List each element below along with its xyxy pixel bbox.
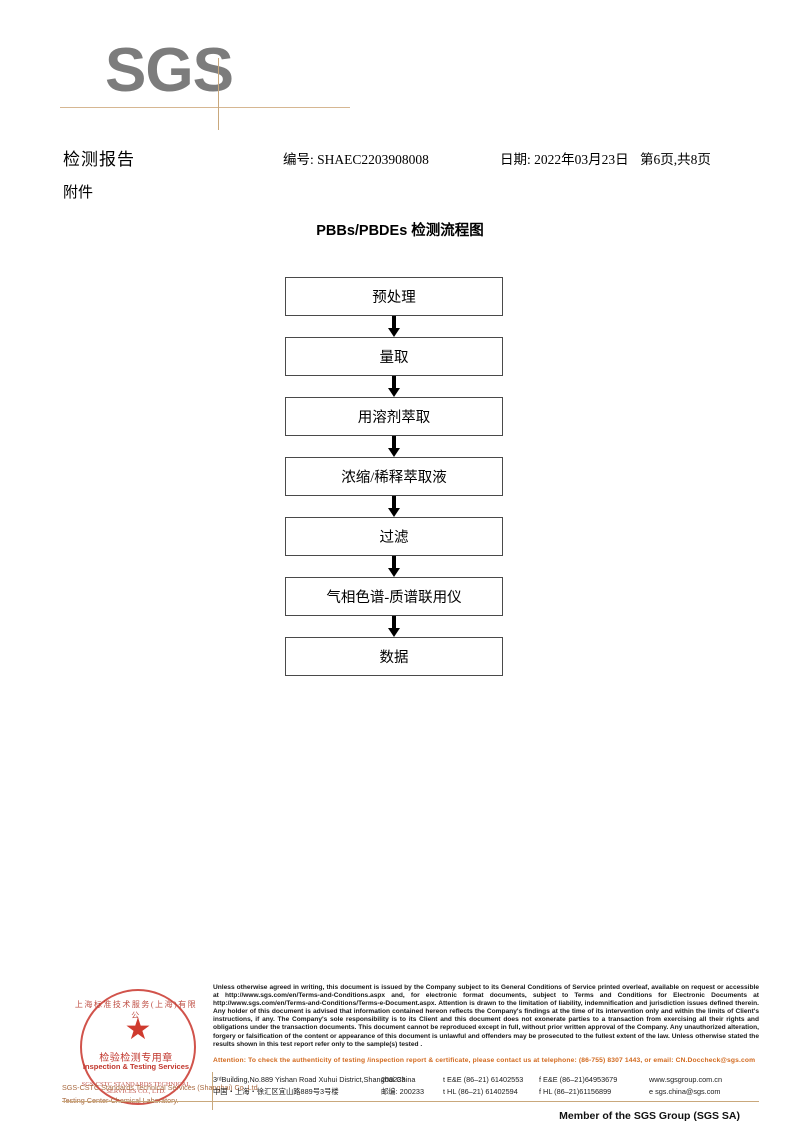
website: www.sgsgroup.com.cn — [649, 1075, 722, 1084]
company-seal-stamp: 上海标准技术服务(上海)有限公 ★ 检验检测专用章 Inspection & T… — [74, 985, 202, 1113]
flow-arrow — [285, 376, 503, 397]
member-of-group-text: Member of the SGS Group (SGS SA) — [559, 1110, 740, 1122]
footer-address-block: 3ʳᵈBuilding,No.889 Yishan Road Xuhui Dis… — [213, 1075, 759, 1099]
flowchart: 预处理 量取 用溶剂萃取 浓缩/稀释萃取液 过滤 气相色谱-质谱联用仪 数据 — [285, 277, 503, 676]
report-date: 日期: 2022年03月23日 — [500, 152, 629, 167]
arrow-shaft — [392, 616, 396, 630]
flow-arrow — [285, 496, 503, 517]
flow-node: 浓缩/稀释萃取液 — [285, 457, 503, 496]
flow-node: 用溶剂萃取 — [285, 397, 503, 436]
flow-node: 量取 — [285, 337, 503, 376]
arrow-head — [388, 328, 400, 337]
fax-ee: f E&E (86–21)64953679 — [539, 1075, 618, 1084]
logo-horizontal-rule — [60, 107, 350, 108]
flow-node: 气相色谱-质谱联用仪 — [285, 577, 503, 616]
report-number: 编号: SHAEC2203908008 — [283, 152, 429, 167]
page-number: 第6页,共8页 — [640, 152, 711, 167]
attention-notice-text: Attention: To check the authenticity of … — [213, 1057, 756, 1064]
arrow-shaft — [392, 556, 396, 570]
address-cn: 中国・上海・徐汇区宜山路889号3号楼 — [213, 1087, 339, 1096]
arrow-head — [388, 628, 400, 637]
seal-arc-bottom-text: SGS-CSTC STANDARDS TECHNICAL SERVICES CO… — [81, 1081, 191, 1095]
sgs-logo: SGS — [60, 36, 365, 130]
arrow-shaft — [392, 376, 396, 390]
footer-horizontal-rule — [62, 1101, 759, 1103]
arrow-head — [388, 508, 400, 517]
fax-hl: f HL (86–21)61156899 — [539, 1087, 612, 1096]
document-footer: 上海标准技术服务(上海)有限公 ★ 检验检测专用章 Inspection & T… — [0, 975, 800, 1131]
arrow-shaft — [392, 496, 396, 510]
company-name-line1: SGS-CSTC Standards Technical Services (S… — [62, 1083, 260, 1092]
footer-vertical-divider — [212, 1072, 214, 1110]
address-row-en: 3ʳᵈBuilding,No.889 Yishan Road Xuhui Dis… — [213, 1075, 759, 1087]
seal-center-en-text: Inspection & Testing Services — [82, 1062, 190, 1071]
terms-and-conditions-text: Unless otherwise agreed in writing, this… — [213, 984, 759, 1048]
arrow-shaft — [392, 436, 396, 450]
company-name-line2: Testing Center-Chemical Laboratory. — [62, 1096, 179, 1105]
postcode-cn: 邮编: 200233 — [381, 1087, 443, 1097]
page-title: 检测报告 — [63, 150, 135, 169]
flow-arrow — [285, 316, 503, 337]
arrow-shaft — [392, 316, 396, 330]
telephone-hl: t HL (86–21) 61402594 — [443, 1087, 518, 1096]
seal-arc-top-text: 上海标准技术服务(上海)有限公 — [74, 1000, 198, 1020]
postcode-en: 200233 — [381, 1075, 406, 1084]
sgs-logo-text: SGS — [105, 36, 234, 105]
arrow-head — [388, 388, 400, 397]
flow-arrow — [285, 436, 503, 457]
telephone-ee: t E&E (86–21) 61402553 — [443, 1075, 524, 1084]
arrow-head — [388, 448, 400, 457]
flowchart-title: PBBs/PBDEs 检测流程图 — [316, 223, 484, 239]
postcode-cn-value: 200233 — [399, 1087, 425, 1096]
flow-node: 预处理 — [285, 277, 503, 316]
flow-node: 数据 — [285, 637, 503, 676]
flow-arrow — [285, 616, 503, 637]
address-en: 3ʳᵈBuilding,No.889 Yishan Road Xuhui Dis… — [213, 1075, 416, 1084]
flow-node: 过滤 — [285, 517, 503, 556]
postcode-cn-label: 邮编: — [381, 1087, 398, 1096]
address-row-cn: 中国・上海・徐汇区宜山路889号3号楼 邮编: 200233 t HL (86–… — [213, 1087, 759, 1099]
logo-vertical-rule — [218, 58, 219, 130]
seal-center-cn-text: 检验检测专用章 — [99, 1053, 173, 1064]
arrow-head — [388, 568, 400, 577]
attachment-label: 附件 — [63, 185, 94, 201]
star-icon: ★ — [124, 1013, 152, 1046]
seal-outer-circle — [80, 989, 196, 1105]
flow-arrow — [285, 556, 503, 577]
email: e sgs.china@sgs.com — [649, 1087, 721, 1096]
